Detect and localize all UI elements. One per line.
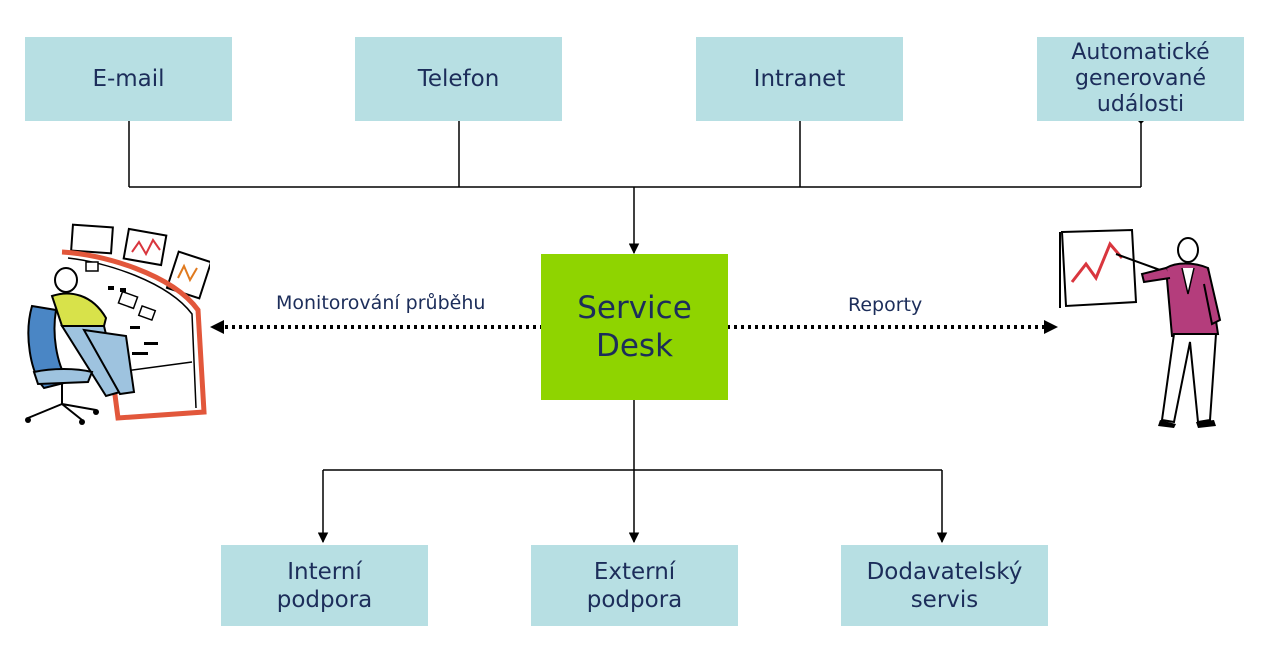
input-email-label: E-mail — [92, 66, 165, 92]
output-external-support: Externí podpora — [531, 545, 738, 626]
input-telefon: Telefon — [355, 37, 562, 121]
output-supplier-service: Dodavatelský servis — [841, 545, 1048, 626]
arrowhead-left — [210, 320, 224, 334]
arrowhead-right — [1044, 320, 1058, 334]
input-telefon-label: Telefon — [417, 66, 500, 92]
input-email: E-mail — [25, 37, 232, 121]
output-external-label: Externí podpora — [586, 558, 683, 613]
service-desk-box: Service Desk — [541, 254, 728, 400]
input-auto-events-label: Automatické generované události — [1071, 40, 1210, 117]
output-internal-label: Interní podpora — [276, 558, 373, 613]
reports-label: Reporty — [848, 294, 923, 316]
operator-at-control-desk-icon — [25, 223, 210, 425]
input-intranet: Intranet — [696, 37, 903, 121]
monitoring-label: Monitorování průběhu — [276, 292, 486, 314]
input-auto-events: Automatické generované události — [1037, 37, 1244, 121]
service-desk-label: Service Desk — [577, 290, 692, 364]
input-intranet-label: Intranet — [753, 66, 846, 92]
output-supplier-label: Dodavatelský servis — [866, 558, 1023, 613]
output-internal-support: Interní podpora — [221, 545, 428, 626]
presenter-with-chart-icon — [1059, 228, 1222, 428]
